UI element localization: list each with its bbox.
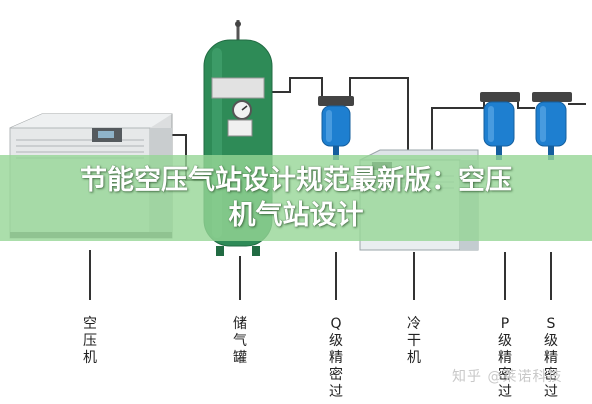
label-p-filter: P 级 精 密 过 xyxy=(493,316,517,401)
pipe-dryer-to-p-filter xyxy=(431,100,485,160)
label-char: 级 xyxy=(498,333,512,349)
q-precision-filter xyxy=(318,96,354,160)
label-char: 级 xyxy=(544,333,558,349)
label-char: 空 xyxy=(83,316,97,332)
label-char: 机 xyxy=(83,350,97,366)
label-char: 气 xyxy=(233,333,247,349)
label-char: 干 xyxy=(407,333,421,349)
label-char: 储 xyxy=(233,316,247,332)
label-char: 机 xyxy=(407,350,421,366)
label-char: 精 xyxy=(498,350,512,366)
label-leader-lines xyxy=(89,250,552,300)
label-char: 罐 xyxy=(233,350,247,366)
label-storage-tank: 储 气 罐 xyxy=(228,316,252,367)
label-q-filter: Q 级 精 密 过 xyxy=(324,316,348,401)
label-dryer: 冷 干 机 xyxy=(402,316,426,367)
page-title-line-1: 节能空压气站设计规范最新版：空压 xyxy=(80,165,512,196)
label-char: 精 xyxy=(329,350,343,366)
label-char: 级 xyxy=(329,333,343,349)
title-banner xyxy=(0,155,592,241)
label-char: 密 xyxy=(329,367,343,383)
label-char: 密 xyxy=(544,367,558,383)
s-precision-filter xyxy=(532,92,572,160)
label-char: 压 xyxy=(83,333,97,349)
label-char: S xyxy=(546,316,556,332)
watermark: 知乎 @莱诺科技 xyxy=(452,369,563,385)
pipe-tank-to-q-filter xyxy=(272,77,323,102)
label-char: 过 xyxy=(329,384,343,400)
label-air-compressor: 空 压 机 xyxy=(78,316,102,367)
pipe-p-filter-to-s-filter xyxy=(517,100,535,109)
p-precision-filter xyxy=(480,92,520,160)
label-char: 过 xyxy=(498,384,512,400)
pipe-q-filter-to-dryer xyxy=(349,77,409,160)
label-char: 冷 xyxy=(407,316,421,332)
label-char: Q xyxy=(330,316,342,332)
label-char: 精 xyxy=(544,350,558,366)
label-char: 过 xyxy=(544,384,558,400)
label-char: P xyxy=(500,316,510,332)
label-s-filter: S 级 精 密 过 xyxy=(539,316,563,401)
page-title-line-2: 机气站设计 xyxy=(228,200,364,231)
label-char: 密 xyxy=(498,367,512,383)
